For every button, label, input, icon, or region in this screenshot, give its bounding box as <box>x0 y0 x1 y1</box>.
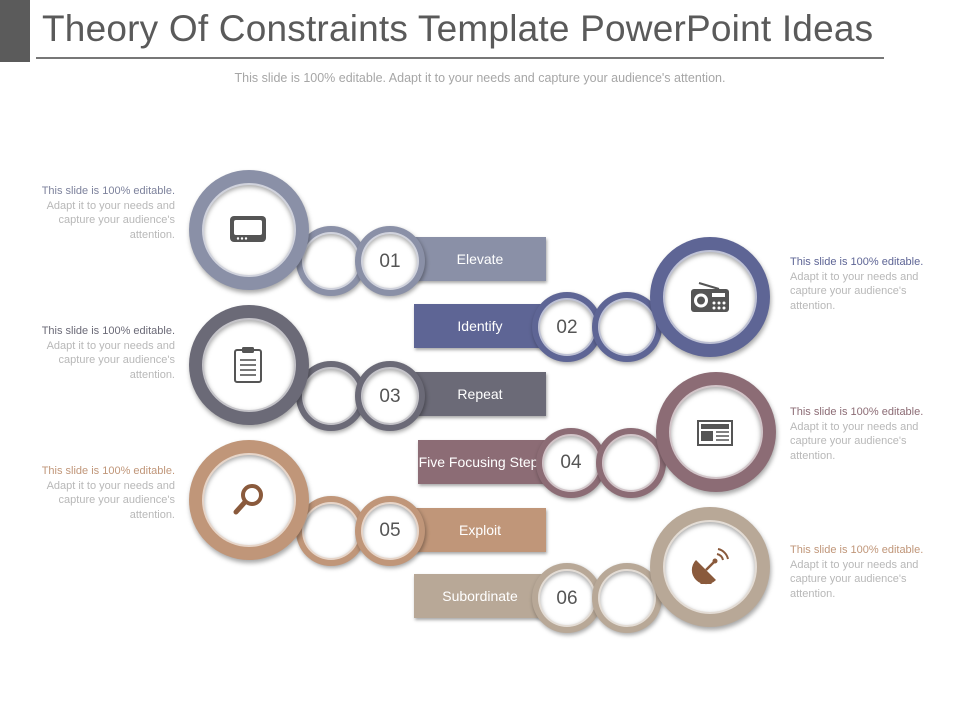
step-4-number-ring <box>536 428 606 498</box>
step-5-label-bar[interactable]: Exploit <box>414 508 546 552</box>
page-subtitle: This slide is 100% editable. Adapt it to… <box>234 71 726 85</box>
step-3-label-bar[interactable]: Repeat <box>414 372 546 416</box>
step-3-number: 03 <box>379 386 401 407</box>
step-1-description-highlight: This slide is 100% editable. <box>41 185 175 197</box>
clipboard-icon <box>234 347 262 383</box>
magnifier-icon <box>233 484 263 515</box>
step-2-label: Identify <box>457 317 503 334</box>
step-2-number-ring <box>532 292 602 362</box>
step-3-label: Repeat <box>457 385 503 402</box>
step-6-description: This slide is 100% editable. Adapt it to… <box>790 543 940 601</box>
step-3-number-ring <box>355 361 425 431</box>
step-1-number: 01 <box>379 251 401 272</box>
step-6-number-ring <box>532 563 602 633</box>
step-2-label-bar[interactable]: Identify <box>414 304 546 348</box>
step-6-description-highlight: This slide is 100% editable. <box>790 544 924 556</box>
step-4-label-bar[interactable]: Five Focusing Steps <box>418 440 546 484</box>
step-5-number-ring <box>355 496 425 566</box>
page-title: Theory Of Constraints Template PowerPoin… <box>42 8 874 49</box>
step-5-label: Exploit <box>458 521 502 538</box>
step-4-description-body: Adapt it to your needs and capture your … <box>790 420 919 462</box>
step-5-small-ring <box>296 496 366 566</box>
step-6-number: 06 <box>556 588 578 609</box>
step-1-label-bar[interactable]: Elevate <box>414 237 546 281</box>
step-4-small-ring <box>596 428 666 498</box>
radio-icon <box>691 282 729 312</box>
step-1-description-body: Adapt it to your needs and capture your … <box>46 199 175 241</box>
step-4-description-highlight: This slide is 100% editable. <box>790 406 924 418</box>
monitor-icon <box>230 216 266 242</box>
step-5-description-highlight: This slide is 100% editable. <box>41 465 175 477</box>
step-2-small-ring <box>592 292 662 362</box>
step-2-description-body: Adapt it to your needs and capture your … <box>790 270 919 312</box>
step-5-description: This slide is 100% editable. Adapt it to… <box>25 464 175 522</box>
step-1-label: Elevate <box>456 250 504 267</box>
step-3-description-highlight: This slide is 100% editable. <box>41 325 175 337</box>
newspaper-icon <box>697 420 733 446</box>
step-6-label-bar[interactable]: Subordinate <box>414 574 546 618</box>
step-2-number: 02 <box>556 317 578 338</box>
step-6-description-body: Adapt it to your needs and capture your … <box>790 558 919 600</box>
step-1-description: This slide is 100% editable. Adapt it to… <box>25 184 175 242</box>
title-divider <box>36 57 884 59</box>
satellite-dish-icon <box>691 548 729 585</box>
step-5-number: 05 <box>379 520 401 541</box>
step-4-label: Five Focusing Steps <box>418 453 546 470</box>
step-3-description: This slide is 100% editable. Adapt it to… <box>25 324 175 382</box>
step-2-description-highlight: This slide is 100% editable. <box>790 256 924 268</box>
title-corner-block <box>0 0 30 62</box>
step-2-description: This slide is 100% editable. Adapt it to… <box>790 255 940 313</box>
step-3-description-body: Adapt it to your needs and capture your … <box>46 339 175 381</box>
step-1-number-ring <box>355 226 425 296</box>
step-4-number: 04 <box>560 452 582 473</box>
step-5-big-ring <box>189 440 309 560</box>
step-6-label: Subordinate <box>442 587 518 604</box>
step-1-small-ring <box>296 226 366 296</box>
step-4-description: This slide is 100% editable. Adapt it to… <box>790 405 940 463</box>
step-5-description-body: Adapt it to your needs and capture your … <box>46 479 175 521</box>
